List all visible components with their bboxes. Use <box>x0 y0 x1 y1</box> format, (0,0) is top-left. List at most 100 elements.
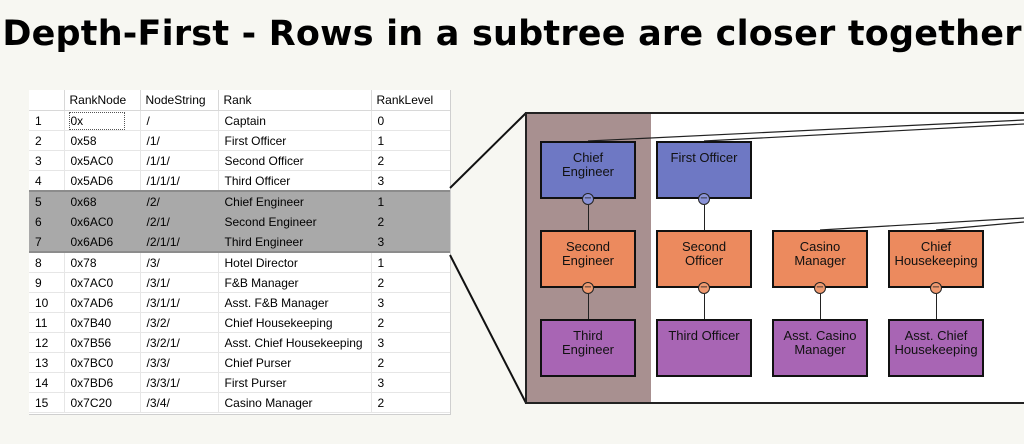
column-header-rownum[interactable] <box>29 90 65 111</box>
nodestring-cell[interactable]: /1/1/1/ <box>140 170 219 192</box>
collapse-toggle-icon[interactable]: − <box>582 193 594 205</box>
ranknode-cell[interactable]: 0x7AC0 <box>64 272 141 293</box>
ranknode-cell[interactable]: 0x58 <box>64 130 141 151</box>
rank-cell[interactable]: Third Engineer <box>218 231 372 253</box>
nodestring-cell[interactable]: /3/2/1/ <box>140 332 219 353</box>
rank-cell[interactable]: First Officer <box>218 130 372 151</box>
ranknode-cell[interactable]: 0x7AD6 <box>64 292 141 313</box>
collapse-toggle-icon[interactable]: − <box>698 193 710 205</box>
row-number[interactable]: 10 <box>29 292 65 313</box>
ranknode-cell[interactable]: 0x7BD6 <box>64 372 141 393</box>
ranknode-cell[interactable]: 0x5AC0 <box>64 150 141 171</box>
nodestring-cell[interactable]: /1/1/ <box>140 150 219 171</box>
rank-cell[interactable]: Chief Engineer <box>218 190 372 212</box>
collapse-toggle-icon[interactable]: − <box>698 282 710 294</box>
nodestring-cell[interactable]: /3/1/1/ <box>140 292 219 313</box>
rank-cell[interactable]: Chief Purser <box>218 352 372 373</box>
row-number[interactable]: 13 <box>29 352 65 373</box>
rank-cell[interactable]: First Purser <box>218 372 372 393</box>
ranklevel-cell[interactable]: 2 <box>371 272 450 293</box>
row-number[interactable]: 3 <box>29 150 65 171</box>
collapse-toggle-icon[interactable]: − <box>814 282 826 294</box>
row-number[interactable]: 8 <box>29 252 65 273</box>
row-number[interactable]: 5 <box>29 190 65 212</box>
row-number[interactable]: 7 <box>29 231 65 253</box>
column-header-ranknode[interactable]: RankNode <box>64 90 141 111</box>
ranklevel-cell[interactable]: 2 <box>371 392 450 413</box>
row-number[interactable]: 11 <box>29 312 65 333</box>
row-number[interactable]: 9 <box>29 272 65 293</box>
nodestring-cell[interactable]: /2/1/1/ <box>140 231 219 253</box>
row-number[interactable]: 14 <box>29 372 65 393</box>
ranknode-cell[interactable]: 0x7B56 <box>64 332 141 353</box>
ranknode-cell[interactable]: 0x6AC0 <box>64 211 141 232</box>
nodestring-cell[interactable]: /2/1/ <box>140 211 219 232</box>
ranknode-cell[interactable]: 0x7BC0 <box>64 352 141 373</box>
ranklevel-cell[interactable]: 1 <box>371 252 450 273</box>
row-number[interactable]: 1 <box>29 110 65 131</box>
rank-cell[interactable]: Chief Housekeeping <box>218 312 372 333</box>
rank-cell[interactable]: Casino Manager <box>218 392 372 413</box>
column-header-rank[interactable]: Rank <box>218 90 372 111</box>
ranklevel-cell[interactable]: 1 <box>371 190 450 212</box>
nodestring-cell[interactable]: /3/ <box>140 252 219 273</box>
nodestring-cell[interactable]: / <box>140 110 219 131</box>
row-number[interactable]: 12 <box>29 332 65 353</box>
nodestring-cell[interactable]: /3/1/ <box>140 272 219 293</box>
ranknode-cell[interactable]: 0x7B40 <box>64 312 141 333</box>
ranklevel-cell[interactable]: 1 <box>371 130 450 151</box>
rank-cell[interactable]: F&B Manager <box>218 272 372 293</box>
rank-cell[interactable]: Captain <box>218 110 372 131</box>
nodestring-cell[interactable]: /3/3/1/ <box>140 372 219 393</box>
ranklevel-cell[interactable]: 2 <box>371 312 450 333</box>
ranklevel-cell[interactable]: 2 <box>371 352 450 373</box>
nodestring-cell[interactable]: /1/ <box>140 130 219 151</box>
rank-cell[interactable]: Hotel Director <box>218 252 372 273</box>
ranknode-cell[interactable]: 0x78 <box>64 252 141 273</box>
nodestring-cell[interactable]: /3/4/ <box>140 392 219 413</box>
ranklevel-cell[interactable]: 3 <box>371 292 450 313</box>
node-first-officer[interactable]: First Officer <box>656 141 752 199</box>
column-header-ranklevel[interactable]: RankLevel <box>371 90 450 111</box>
rank-cell[interactable]: Second Engineer <box>218 211 372 232</box>
ranknode-cell[interactable]: 0x5AD6 <box>64 170 141 192</box>
ranklevel-cell[interactable]: 3 <box>371 231 450 253</box>
ranknode-cell[interactable]: 0x68 <box>64 190 141 212</box>
rank-cell[interactable]: Asst. F&B Manager <box>218 292 372 313</box>
ranklevel-cell[interactable]: 3 <box>371 372 450 393</box>
ranklevel-cell[interactable]: 3 <box>371 332 450 353</box>
node-third-officer[interactable]: Third Officer <box>656 319 752 377</box>
ranknode-cell[interactable]: 0x <box>64 110 141 131</box>
ranklevel-cell[interactable]: 2 <box>371 211 450 232</box>
row-number[interactable]: 15 <box>29 392 65 413</box>
collapse-toggle-icon[interactable]: − <box>930 282 942 294</box>
row-number[interactable]: 2 <box>29 130 65 151</box>
ranklevel-cell[interactable]: 0 <box>371 110 450 131</box>
ranknode-cell[interactable]: 0x6AD6 <box>64 231 141 253</box>
rank-cell[interactable]: Second Officer <box>218 150 372 171</box>
column-header-nodestring[interactable]: NodeString <box>140 90 219 111</box>
collapse-toggle-icon[interactable]: − <box>582 282 594 294</box>
